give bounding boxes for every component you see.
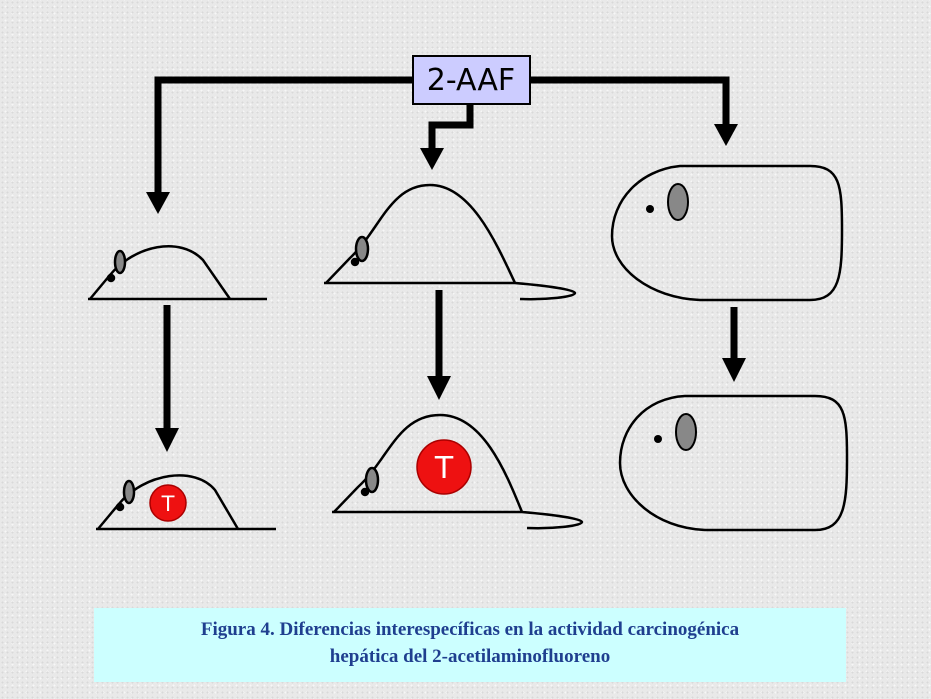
- eye-icon: [106, 273, 116, 283]
- guinea-pig-before: [610, 164, 844, 302]
- tumor-label: T: [161, 492, 175, 516]
- arrow-rat-down: [427, 290, 451, 400]
- rat-before: [324, 183, 577, 301]
- agent-box: 2-AAF: [412, 55, 531, 105]
- arrow-to-rat: [420, 104, 474, 170]
- eye-icon: [646, 205, 654, 213]
- arrow-to-guinea-pig: [530, 76, 738, 146]
- mouse-with-tumor: [96, 474, 276, 531]
- arrow-guinea-pig-down: [722, 307, 746, 382]
- eye-icon: [350, 257, 360, 267]
- ear-icon: [354, 235, 370, 263]
- ear-icon: [122, 479, 136, 505]
- ear-icon: [675, 413, 697, 451]
- ear-icon: [113, 249, 127, 275]
- ear-icon: [667, 183, 689, 221]
- ear-icon: [364, 466, 380, 494]
- tumor-marker-rat: T: [416, 439, 472, 495]
- caption-line-1: Figura 4. Diferencias interespecíficas e…: [200, 619, 740, 640]
- tumor-marker-mouse: T: [149, 484, 187, 522]
- caption-line-2: hepática del 2-acetilaminofluoreno: [329, 646, 611, 667]
- eye-icon: [360, 487, 370, 497]
- agent-label: 2-AAF: [427, 63, 515, 98]
- arrow-to-mouse: [146, 76, 413, 214]
- figure-caption: Figura 4. Diferencias interespecíficas e…: [94, 608, 846, 682]
- arrow-mouse-down: [155, 305, 179, 452]
- mouse-before: [88, 245, 267, 301]
- tumor-label: T: [434, 451, 454, 486]
- guinea-pig-after: [618, 394, 849, 532]
- eye-icon: [654, 435, 662, 443]
- rat-with-tumor: [332, 413, 584, 530]
- eye-icon: [115, 502, 125, 512]
